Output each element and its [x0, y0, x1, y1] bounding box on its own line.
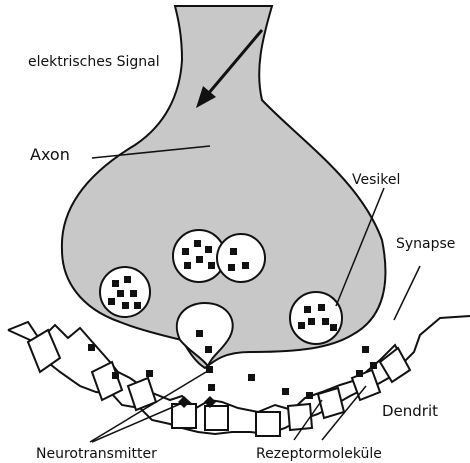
neurotransmitter-label: Neurotransmitter [36, 446, 157, 462]
vesicle-label: Vesikel [352, 172, 400, 188]
vesicle [100, 267, 150, 317]
signal-label: elektrisches Signal [28, 54, 160, 70]
receptor-box [28, 330, 60, 372]
receptor-box [318, 388, 344, 418]
receptor-box [92, 362, 122, 400]
synapse-leader-line [394, 266, 420, 320]
receptor-box [205, 406, 228, 430]
vesicle [217, 234, 265, 282]
axon-label: Axon [30, 145, 70, 164]
vesicle [290, 292, 342, 344]
receptor-box [288, 404, 312, 430]
dendrite-label: Dendrit [382, 402, 438, 420]
receptor-label: Rezeptormoleküle [256, 446, 382, 462]
receptor-box [380, 348, 410, 382]
receptor-box [256, 412, 280, 436]
synapse-label: Synapse [396, 236, 455, 252]
